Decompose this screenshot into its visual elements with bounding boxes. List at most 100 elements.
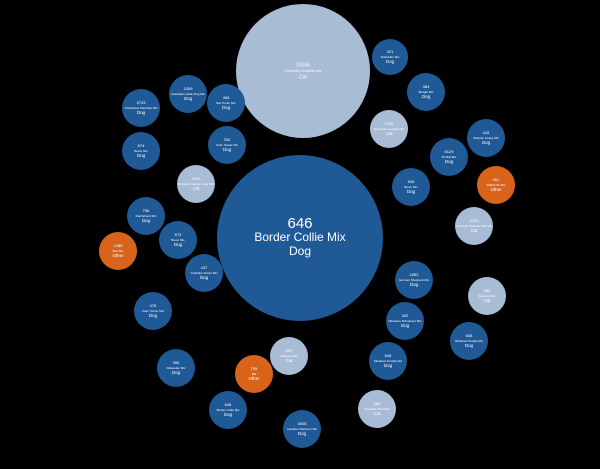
bubble-category: Dog	[407, 189, 416, 194]
bubble-category: Dog	[298, 431, 307, 436]
bubble-value: 4608	[298, 421, 308, 426]
bubble-circle	[455, 207, 493, 245]
bubble-category: Dog	[223, 147, 232, 152]
bubble-category: Cat	[193, 186, 201, 191]
bubble-label: Cairn Terrier Mix	[142, 309, 164, 313]
bubble-category: Dog	[465, 343, 474, 348]
bubble-label: Domestic Longhair Mix	[374, 127, 405, 131]
bubble-circle	[127, 197, 165, 235]
bubble-value: 418	[483, 130, 490, 135]
bubble-label: Cairn Terrier Mix	[216, 143, 238, 147]
bubble-label: Bird Mix	[113, 249, 124, 253]
bubble-category: Cat	[484, 298, 492, 303]
bubble-category: Dog	[142, 218, 151, 223]
bubble-circle	[169, 75, 207, 113]
bubble-value: 476	[150, 303, 157, 308]
bubble-value: 330	[224, 137, 231, 142]
bubble-circle	[395, 261, 433, 299]
bubble-circle	[185, 254, 223, 292]
bubble-value: 646	[225, 402, 232, 407]
bubble-category: Dog	[137, 110, 146, 115]
bubble-value: 350	[173, 360, 180, 365]
bubble-circle	[159, 221, 197, 259]
bubble-value: 399	[286, 348, 293, 353]
bubble-category: Other	[113, 253, 125, 258]
bubble-value: 392	[402, 313, 409, 318]
bubble-category: Cat	[286, 358, 294, 363]
bubble-value: 1259	[385, 121, 395, 126]
bubble-value: 2323	[192, 176, 202, 181]
bubble-circle	[358, 390, 396, 428]
bubble-value: 988	[484, 288, 491, 293]
bubble-value: 648	[466, 333, 473, 338]
bubble-value: 795	[251, 366, 258, 371]
bubble-category: Other	[249, 376, 261, 381]
bubble-label: Pit Bull Mix	[442, 155, 457, 159]
bubble-value: 505	[408, 179, 415, 184]
bubble-category: Dog	[184, 96, 193, 101]
bubble-category: Cat	[374, 411, 382, 416]
bubble-label: Domestic Medium Hair Mix	[178, 182, 214, 186]
bubble-category: Dog	[384, 363, 393, 368]
bubble-circle	[122, 132, 160, 170]
bubble-circle	[468, 277, 506, 315]
bubble-label: Rottweiler Mix	[381, 55, 400, 59]
bubble-category: Dog	[445, 159, 454, 164]
bubble-circle	[209, 391, 247, 429]
bubble-label: Miniature Poodle Mix	[455, 339, 484, 343]
bubble-value: 6129	[445, 149, 455, 154]
bubble-category: Cat	[386, 131, 394, 136]
bubble-category: Cat	[299, 74, 307, 80]
bubble-label: Boxer Mix	[171, 238, 185, 242]
bubble-value: 796	[143, 208, 150, 213]
bubble-category: Dog	[401, 323, 410, 328]
bubble-value: 384	[423, 84, 430, 89]
bubble-category: Dog	[149, 313, 158, 318]
bubble-value: 437	[201, 265, 208, 270]
bubble-value: 321	[387, 49, 394, 54]
bubble-circle	[122, 89, 160, 127]
bubble-category: Dog	[422, 94, 431, 99]
bubble-label: Domestic Shorthair Mix	[284, 69, 321, 73]
bubble-label: Beagle Mix	[419, 90, 434, 94]
bubble-label: Siamese Mix	[280, 354, 298, 358]
bubble-category: Other	[491, 187, 503, 192]
bubble-value: 646	[287, 215, 312, 232]
bubble-label: Border Collie Mix	[254, 230, 345, 244]
bubble-circle	[430, 138, 468, 176]
bubble-circle	[177, 165, 215, 203]
